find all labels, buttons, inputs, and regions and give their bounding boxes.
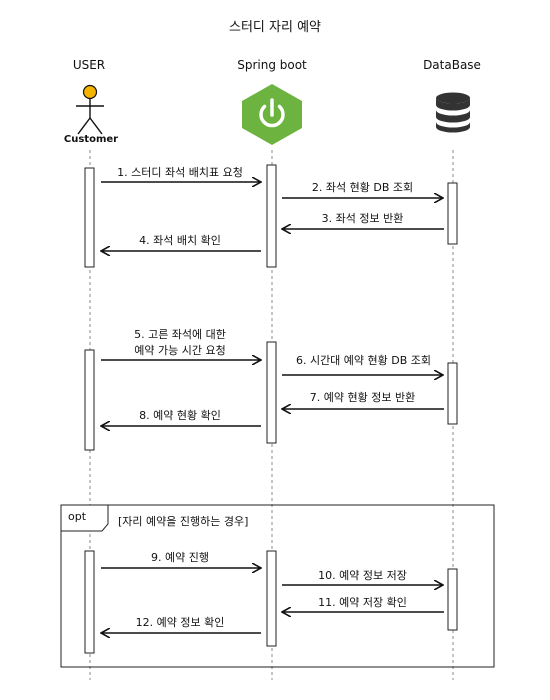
message-label-6: 6. 시간대 예약 현황 DB 조회 <box>295 354 432 367</box>
actor-label: Customer <box>63 134 119 145</box>
message-label-5a: 5. 고른 좌석에 대한 <box>134 328 226 341</box>
participant-spring-boot: Spring boot <box>237 58 307 72</box>
opt-fragment <box>60 504 495 668</box>
message-label-12: 12. 예약 정보 확인 <box>135 616 225 629</box>
activation-db-3 <box>447 568 458 631</box>
stick-figure-icon <box>76 84 104 135</box>
opt-fragment-condition: [자리 예약을 진행하는 경우] <box>118 515 249 528</box>
participant-database: DataBase <box>423 58 481 72</box>
message-label-7: 7. 예약 현황 정보 반환 <box>309 391 416 404</box>
activation-spring-3 <box>266 550 277 647</box>
activation-spring-2 <box>266 341 277 444</box>
message-label-3: 3. 좌석 정보 반환 <box>321 212 404 225</box>
opt-fragment-tag: opt <box>68 510 87 523</box>
activation-user-2 <box>84 349 95 451</box>
activation-user-3 <box>84 550 95 654</box>
opt-tag-box <box>60 504 109 532</box>
activation-user-1 <box>84 167 95 268</box>
message-label-1: 1. 스터디 좌석 배치표 요청 <box>117 166 243 179</box>
message-label-9: 9. 예약 진행 <box>151 551 209 564</box>
database-cylinder-icon <box>436 92 470 133</box>
diagram-title: 스터디 자리 예약 <box>229 20 321 35</box>
message-label-11: 11. 예약 저장 확인 <box>318 596 407 609</box>
spring-boot-power-icon <box>242 84 302 145</box>
activation-db-2 <box>447 362 458 425</box>
message-label-2: 2. 좌석 현황 DB 조회 <box>311 181 414 194</box>
message-label-5b: 예약 가능 시간 요청 <box>134 344 226 357</box>
participant-user: USER <box>72 58 106 72</box>
message-label-10: 10. 예약 정보 저장 <box>318 569 407 582</box>
activation-db-1 <box>447 182 458 245</box>
activation-spring-1 <box>266 164 277 268</box>
message-label-8: 8. 예약 현황 확인 <box>139 409 221 422</box>
message-label-4: 4. 좌석 배치 확인 <box>139 234 221 247</box>
